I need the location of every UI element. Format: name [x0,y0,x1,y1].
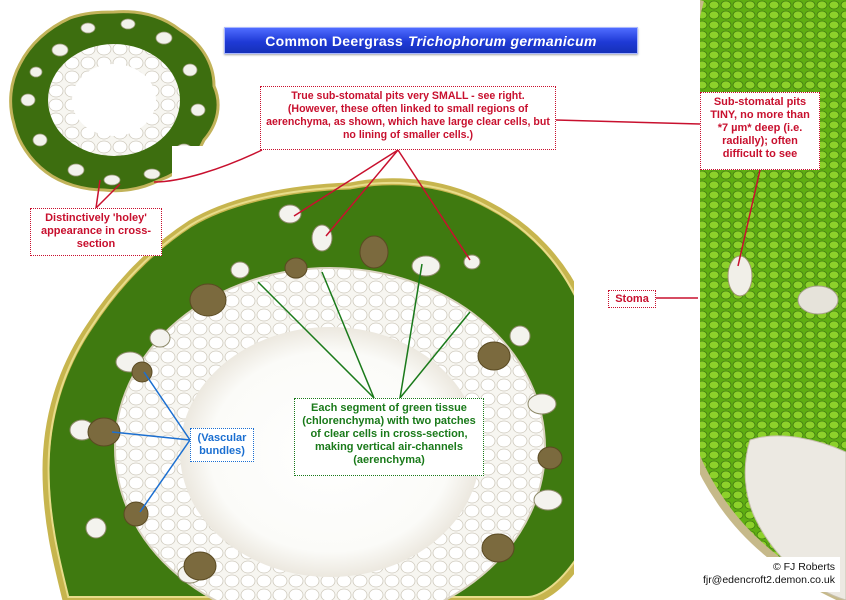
annotation-vascular-bundles: (Vascular bundles) [190,428,254,462]
annotation-sub-stomatal-pits-small: True sub-stomatal pits very SMALL - see … [260,86,556,150]
annotation-sub-stomatal-pits-tiny: Sub-stomatal pits TINY, no more than *7 … [700,92,820,170]
annotation-stoma: Stoma [608,290,656,308]
photo-credit: © FJ Roberts fjr@edencroft2.demon.co.uk [694,557,840,592]
blue-connectors [111,371,191,513]
green-connectors [257,263,471,399]
title-banner: Common Deergrass Trichophorum germanicum [224,27,638,54]
small-cross-section [9,10,220,193]
credit-author: © FJ Roberts [772,561,835,573]
title-common-name: Common Deergrass [265,32,404,49]
title-species-name: Trichophorum germanicum [408,32,597,49]
annotation-green-tissue-segments: Each segment of green tissue (chlorenchy… [294,398,484,476]
red-connectors [95,119,761,299]
credit-email: fjr@edencroft2.demon.co.uk [702,574,835,586]
annotation-holey-appearance: Distinctively 'holey' appearance in cros… [30,208,162,256]
